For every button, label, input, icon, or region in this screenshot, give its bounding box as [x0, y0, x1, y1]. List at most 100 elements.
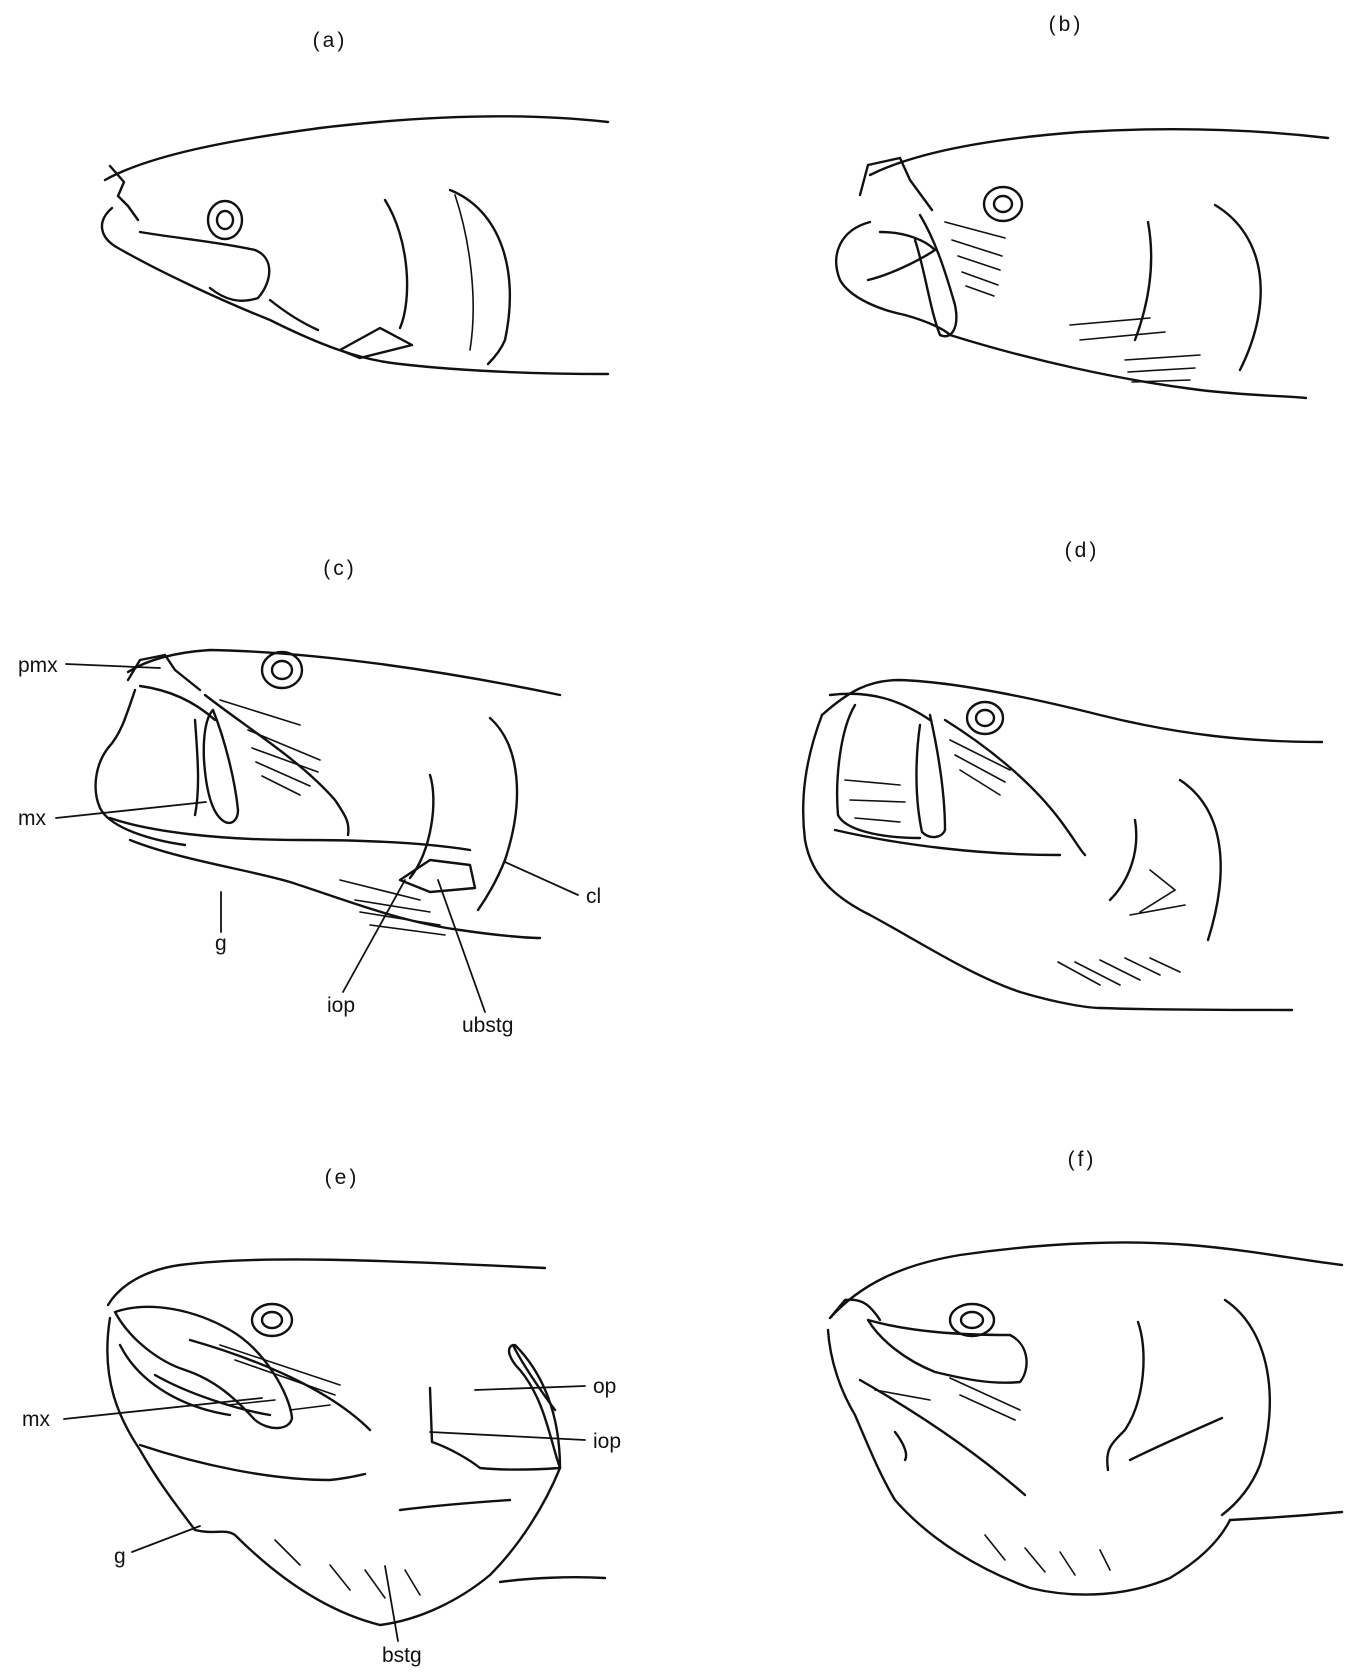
upper-jaw-c — [140, 686, 215, 720]
cheek-fold-f — [860, 1380, 1025, 1495]
label-e-iop: iop — [593, 1430, 621, 1453]
opercle-a — [450, 190, 510, 364]
labels-c: pmx mx g iop ubstg cl — [18, 654, 601, 1037]
leader-c-pmx — [66, 664, 160, 668]
cheek-edge-d — [945, 720, 1085, 855]
leader-e-g — [132, 1526, 200, 1552]
branchiostegal-lines-f — [985, 1535, 1110, 1575]
eye-outer-d — [967, 702, 1003, 734]
lower-jaw-f — [828, 1330, 895, 1500]
dorsal-outline-f — [830, 1242, 1342, 1318]
gular-c — [110, 818, 470, 850]
maxilla-a — [140, 232, 269, 301]
panel-d-title: (d) — [1065, 539, 1100, 562]
label-e-bstg: bstg — [382, 1644, 422, 1667]
dorsal-outline-a — [105, 116, 608, 180]
ventral-d — [1100, 1008, 1292, 1010]
opercle-f — [1222, 1300, 1270, 1515]
eye-outer-c — [262, 652, 302, 688]
cheek-lines-c — [220, 700, 320, 795]
eye-outer-e — [252, 1304, 292, 1336]
dorsal-outline-d — [822, 680, 1322, 742]
label-c-cl: cl — [586, 885, 601, 908]
trunk-ventral-f — [1230, 1512, 1342, 1520]
cheek-lines-f — [875, 1378, 1020, 1420]
label-c-pmx: pmx — [18, 654, 58, 677]
panel-d: (d) — [803, 539, 1322, 1010]
eye-outer-a — [208, 201, 242, 239]
label-e-mx: mx — [22, 1408, 50, 1431]
snout-b — [860, 158, 932, 210]
leader-e-iop — [430, 1432, 585, 1440]
opercle-c — [478, 718, 517, 910]
snout-edge-c — [205, 695, 348, 835]
fish-head-b — [836, 129, 1328, 398]
labels-e: mx g bstg op iop — [22, 1375, 621, 1667]
fish-head-e — [107, 1259, 605, 1625]
branchiostegal-lines-e — [275, 1540, 420, 1598]
eye-inner-e — [262, 1312, 282, 1328]
leader-e-bstg — [385, 1566, 398, 1641]
branchiostegal-lines-d — [1058, 958, 1180, 985]
ventral-f — [895, 1500, 1230, 1595]
fish-head-a — [102, 116, 608, 374]
maxilla-f — [868, 1320, 1027, 1383]
premaxilla-c — [128, 655, 200, 690]
leader-e-op — [475, 1386, 585, 1390]
panel-e-title: (e) — [325, 1166, 360, 1189]
iop-f — [1130, 1418, 1222, 1460]
preopercle-d — [1110, 820, 1136, 900]
leader-c-ubstg — [438, 880, 485, 1012]
preopercle-f — [1107, 1322, 1143, 1470]
interopercle-a — [340, 328, 412, 358]
branchiostegal-lines-c — [340, 880, 445, 935]
maxilla-c — [204, 710, 238, 823]
eye-inner-d — [976, 710, 994, 726]
panel-a: (a) — [102, 29, 608, 374]
fish-head-f — [828, 1242, 1342, 1594]
panel-c-title: (c) — [323, 557, 357, 580]
ventral-outline-b — [950, 335, 1306, 398]
label-e-op: op — [593, 1375, 616, 1398]
ventral-c — [130, 840, 540, 938]
mx-inner-c — [195, 720, 198, 815]
panel-f-title: (f) — [1068, 1148, 1097, 1171]
label-c-mx: mx — [18, 807, 46, 830]
label-c-iop: iop — [327, 994, 355, 1017]
eye-inner-c — [272, 661, 292, 679]
label-e-g: g — [114, 1545, 126, 1568]
dorsal-outline-c — [128, 650, 560, 695]
snout-e — [107, 1318, 195, 1530]
panel-a-title: (a) — [313, 29, 348, 52]
opercle-d — [1180, 780, 1221, 940]
cheek-lines-b — [945, 222, 1005, 296]
snout-d — [803, 715, 1100, 1008]
leader-c-cl — [505, 862, 578, 895]
gular-e — [140, 1445, 365, 1480]
fish-head-c — [96, 650, 560, 938]
panel-b: (b) — [836, 13, 1328, 398]
eye-inner-f — [961, 1312, 983, 1328]
preopercle-b — [1135, 222, 1151, 340]
maxilla-tip-a — [270, 300, 318, 330]
open-mouth-d — [837, 705, 920, 838]
trunk-ventral-e — [500, 1577, 605, 1582]
operculum-e — [430, 1345, 560, 1470]
opercle-b — [1215, 205, 1261, 370]
iop-d — [1130, 870, 1185, 915]
panel-b-title: (b) — [1049, 13, 1084, 36]
gular-f — [895, 1432, 906, 1460]
eye-outer-f — [950, 1304, 994, 1336]
open-mouth-c — [96, 690, 185, 845]
label-c-g: g — [215, 932, 227, 955]
panel-c: (c) pmx mx g iop — [18, 557, 601, 1037]
snout-f — [830, 1300, 880, 1320]
panel-e: (e) mx g bstg op iop — [22, 1166, 621, 1667]
dorsal-outline-b — [870, 129, 1328, 175]
gill-line-a — [455, 195, 473, 350]
ventral-e — [195, 1468, 560, 1625]
leader-c-iop — [343, 880, 405, 992]
panel-f: (f) — [828, 1148, 1342, 1595]
preopercle-c — [410, 775, 433, 878]
